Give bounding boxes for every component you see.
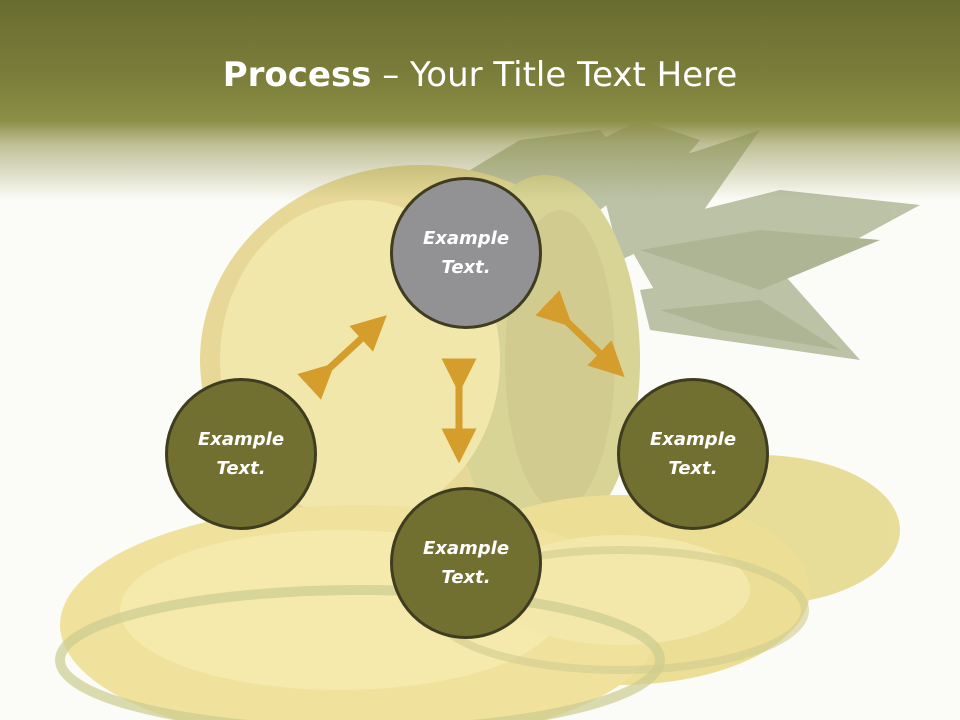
slide-title[interactable]: Process – Your Title Text Here	[0, 52, 960, 98]
arrow-top-left	[297, 315, 387, 400]
node-text-line2: Text.	[441, 257, 491, 278]
title-bold: Process	[222, 55, 372, 95]
node-text-line1: Example	[197, 429, 285, 450]
node-text-line2: Text.	[441, 567, 491, 588]
node-text-line2: Text.	[668, 458, 718, 479]
node-text-line1: Example	[649, 429, 737, 450]
process-node-right[interactable]: Example Text.	[617, 378, 769, 530]
title-banner	[0, 0, 960, 200]
title-rest: – Your Title Text Here	[371, 55, 738, 95]
process-node-bottom[interactable]: Example Text.	[390, 487, 542, 639]
node-text-line2: Text.	[216, 458, 266, 479]
node-text-line1: Example	[422, 228, 510, 249]
arrow-top-right	[535, 290, 625, 378]
node-text-line1: Example	[422, 538, 510, 559]
process-node-top[interactable]: Example Text.	[390, 177, 542, 329]
process-node-left[interactable]: Example Text.	[165, 378, 317, 530]
